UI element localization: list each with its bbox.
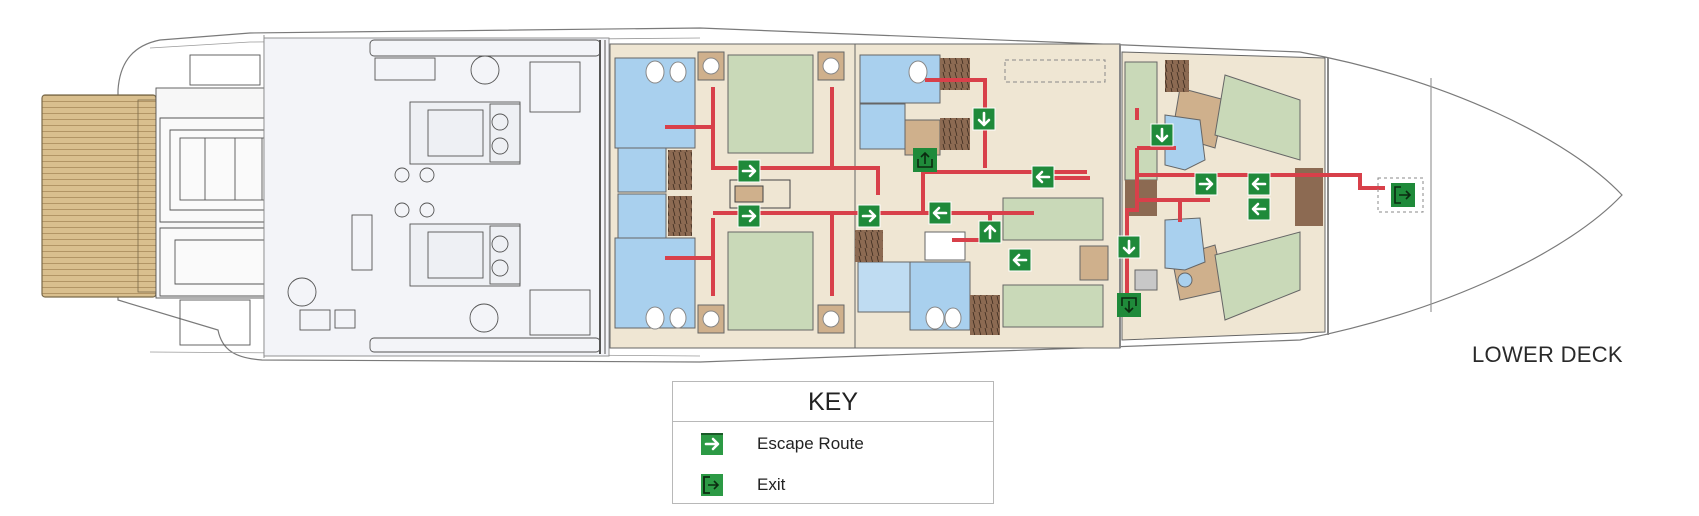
escape-route-arrow-icon: [1246, 171, 1272, 197]
exit-door-icon: [1390, 182, 1416, 208]
engine-room: [263, 37, 610, 357]
legend-label: Escape Route: [757, 434, 864, 453]
bed-starboard: [727, 231, 814, 331]
legend-item-exit: Exit: [673, 472, 993, 498]
exit-hatch-outline: [1377, 177, 1424, 213]
escape-route-arrow-icon: [1116, 234, 1142, 260]
bed-port: [727, 54, 814, 154]
legend-label: Exit: [757, 475, 786, 494]
escape-route-arrow-icon: [1246, 196, 1272, 222]
bunk-upper: [1002, 197, 1104, 241]
deck-title: LOWER DECK: [1472, 342, 1623, 367]
escape-route-arrow-icon: [736, 203, 762, 229]
escape-route-arrow-icon: [971, 106, 997, 132]
escape-route-arrow-icon: [1193, 171, 1219, 197]
escape-route-arrow-icon: [701, 433, 723, 455]
engine-starboard: [409, 223, 521, 287]
exit-hatch-icon: [1116, 292, 1142, 318]
escape-route-arrow-icon: [977, 219, 1003, 245]
exit-door-icon: [701, 474, 723, 496]
engine-port: [409, 101, 521, 165]
escape-route-lines: [665, 78, 1385, 306]
swim-platform: [41, 94, 157, 298]
legend-item-escape-route: Escape Route: [673, 431, 993, 457]
exit-signs: [912, 147, 1424, 318]
crew-area: [854, 43, 1121, 349]
legend-title: KEY: [673, 382, 993, 422]
bunk-lower: [1002, 284, 1104, 328]
escape-route-arrow-icon: [927, 200, 953, 226]
guest-cabins: [609, 43, 856, 349]
escape-route-arrow-icon: [1149, 122, 1175, 148]
exit-stairs-icon: [912, 147, 938, 173]
legend: KEY Escape Route Exit: [672, 381, 994, 504]
escape-route-arrow-icon: [1030, 164, 1056, 190]
escape-route-arrow-icon: [1007, 247, 1033, 273]
escape-route-arrow-icon: [856, 203, 882, 229]
escape-route-arrow-icon: [736, 158, 762, 184]
